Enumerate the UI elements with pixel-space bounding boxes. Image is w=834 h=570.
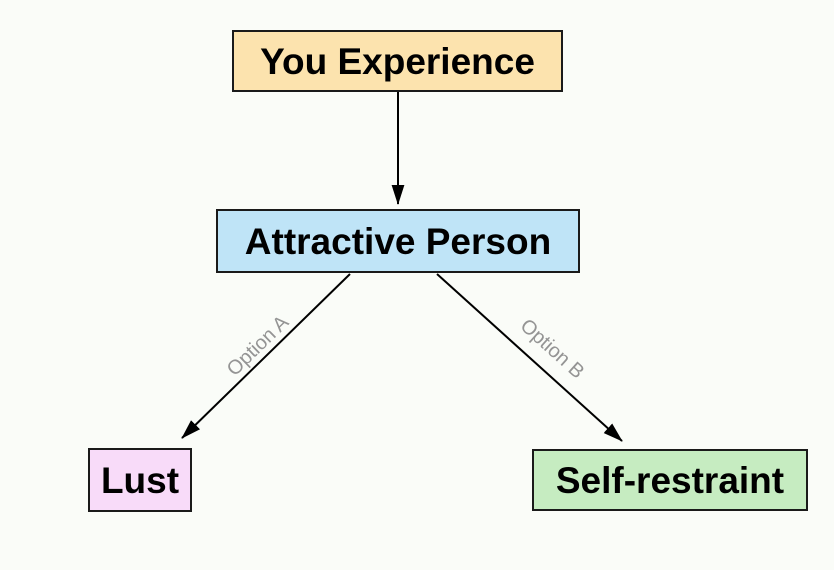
edge-attractive-person-to-lust [181,273,351,439]
node-attractive-person-label: Attractive Person [244,220,552,262]
node-lust: Lust [88,448,192,512]
node-you-experience-label: You Experience [260,40,535,82]
node-self-restraint-label: Self-restraint [555,459,785,501]
node-lust-label: Lust [100,459,180,501]
node-self-restraint: Self-restraint [532,449,808,511]
edge-attractive-person-to-self-restraint [436,273,623,442]
node-you-experience: You Experience [232,30,563,92]
node-attractive-person: Attractive Person [216,209,580,273]
